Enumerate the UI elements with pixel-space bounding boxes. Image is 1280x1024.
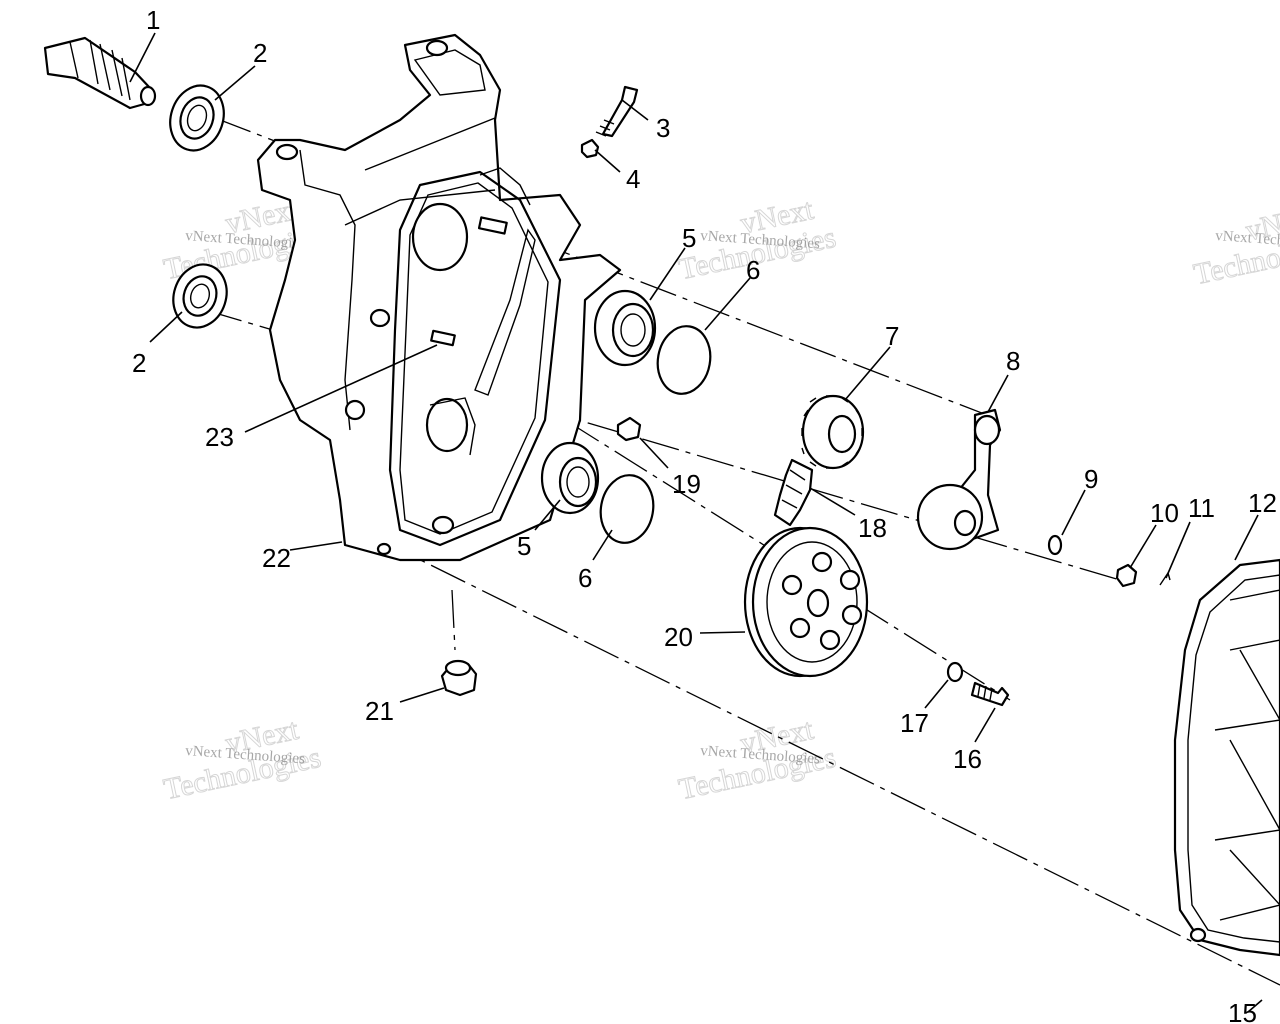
callout-8: 8 (1006, 346, 1020, 376)
part-21-drain-plug (440, 659, 478, 697)
part-5-bearing-upper (593, 289, 657, 367)
axis-line-drain-plug (451, 589, 456, 651)
callout-3: 3 (656, 113, 670, 143)
part-6-snap-ring-upper (656, 325, 712, 395)
part-7-upper-sprocket (801, 394, 865, 470)
callout-21: 21 (365, 696, 394, 726)
callout-15: 15 (1228, 998, 1257, 1024)
part-4-nut (580, 138, 600, 159)
part-9-washer (1047, 534, 1063, 556)
leader-lines (129, 32, 1263, 1013)
callout-17: 17 (900, 708, 929, 738)
callout-12: 12 (1248, 488, 1277, 518)
callout-2-lower: 2 (132, 348, 146, 378)
callout-9: 9 (1084, 464, 1098, 494)
callout-23: 23 (205, 422, 234, 452)
callout-11: 11 (1188, 493, 1215, 523)
callout-7: 7 (885, 321, 899, 351)
callout-22: 22 (262, 543, 291, 573)
part-2-seal-upper (169, 84, 225, 152)
callout-2-upper: 2 (253, 38, 267, 68)
part-1-shaft (43, 36, 157, 110)
part-16-bolt (970, 681, 1010, 707)
part-5-bearing-lower (540, 441, 600, 515)
part-17-washer (946, 661, 964, 683)
part-10-nut (1115, 563, 1138, 588)
part-11-cotter-pin (1159, 571, 1171, 586)
part-19-clip (616, 416, 642, 442)
part-8-tensioner-arm (916, 408, 1002, 551)
part-12-chaincase-cover (1173, 558, 1280, 957)
callout-19: 19 (672, 469, 701, 499)
part-3-bolt (595, 85, 639, 138)
part-20-lower-sprocket (743, 526, 869, 678)
callout-18: 18 (858, 513, 887, 543)
part-22-chaincase-housing (256, 33, 622, 562)
part-2-seal-lower (172, 263, 228, 329)
callout-5-upper: 5 (682, 223, 696, 253)
callout-4: 4 (626, 164, 640, 194)
callout-16: 16 (953, 744, 982, 774)
part-6-snap-ring-lower (599, 474, 655, 544)
callout-labels: 1 2 2 3 4 5 5 6 6 7 8 9 10 11 12 15 16 1… (132, 5, 1277, 1024)
callout-10: 10 (1150, 498, 1179, 528)
callout-20: 20 (664, 622, 693, 652)
callout-6-upper: 6 (746, 255, 760, 285)
part-18-chain (773, 458, 814, 527)
callout-5-lower: 5 (517, 531, 531, 561)
callout-1: 1 (146, 5, 160, 35)
callout-6-lower: 6 (578, 563, 592, 593)
axis-line-case-bottom (379, 539, 1280, 986)
